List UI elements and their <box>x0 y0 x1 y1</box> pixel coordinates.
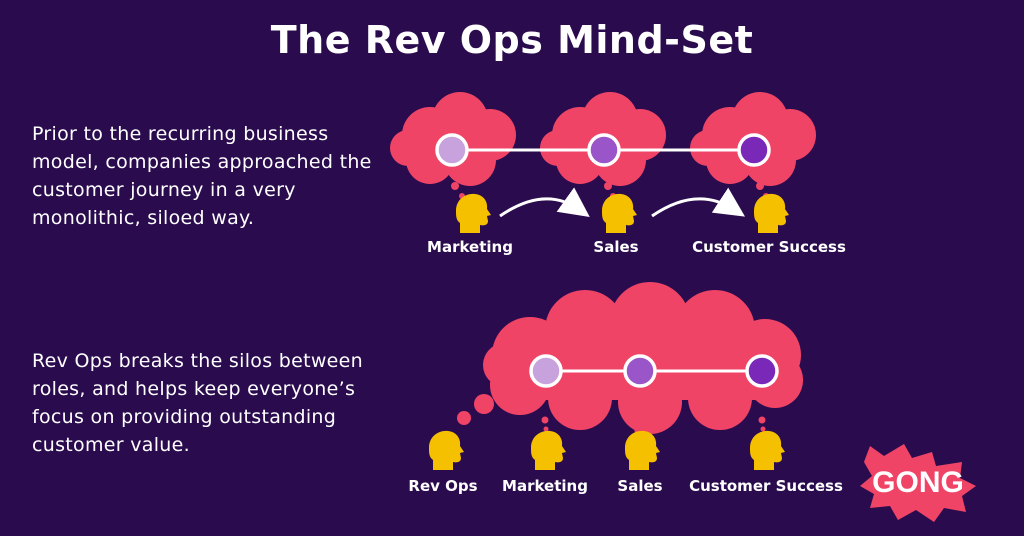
head-icon <box>531 430 566 470</box>
node-customer-success <box>737 133 771 167</box>
label-marketing-shared: Marketing <box>502 477 588 495</box>
label-customer-success: Customer Success <box>692 238 846 256</box>
top-description: Prior to the recurring business model, c… <box>32 123 372 229</box>
flow-arrow-sales-to-customer-success <box>651 187 746 218</box>
head-icon <box>750 430 785 470</box>
flow-arrow-marketing-to-sales <box>499 187 590 218</box>
label-rev-ops: Rev Ops <box>408 477 478 495</box>
head-icon <box>625 430 660 470</box>
page-title: The Rev Ops Mind-Set <box>270 18 754 62</box>
label-sales-shared: Sales <box>617 477 663 495</box>
label-sales: Sales <box>593 238 639 256</box>
node-marketing-shared <box>529 354 563 388</box>
cloud-sales <box>540 92 666 199</box>
head-icon <box>456 193 491 233</box>
bottom-description: Rev Ops breaks the silos between roles, … <box>32 350 364 456</box>
label-marketing: Marketing <box>427 238 513 256</box>
node-marketing <box>435 133 469 167</box>
head-icon <box>429 430 464 470</box>
node-customer-success-shared <box>745 354 779 388</box>
node-sales <box>587 133 621 167</box>
gong-logo-badge <box>860 444 976 522</box>
gong-logo-text: GONG <box>872 466 964 499</box>
head-icon <box>602 193 637 233</box>
label-customer-success-shared: Customer Success <box>689 477 843 495</box>
head-icon <box>754 193 789 233</box>
node-sales-shared <box>623 354 657 388</box>
